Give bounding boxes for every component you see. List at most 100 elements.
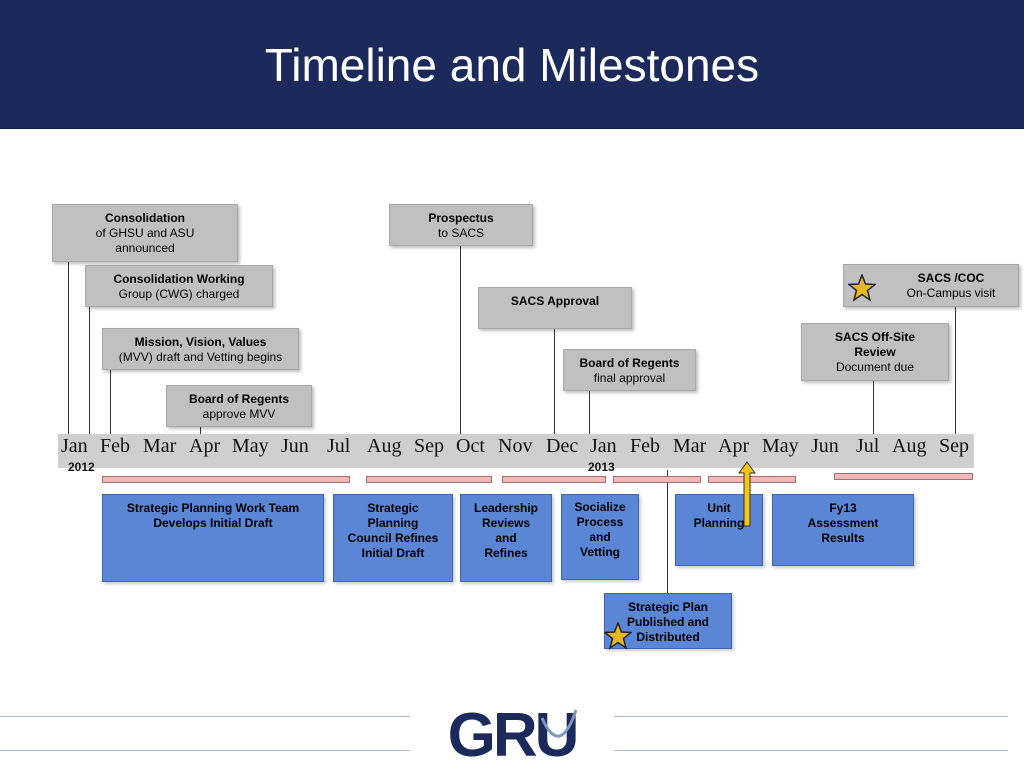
duration-bar — [502, 476, 606, 483]
month-label: Sep — [939, 435, 969, 457]
month-label: Jun — [811, 435, 839, 457]
phase-text: and — [495, 531, 517, 545]
year-label: 2013 — [588, 460, 615, 474]
duration-bar — [102, 476, 350, 483]
footer-divider — [614, 716, 1008, 717]
connector-line — [68, 262, 69, 434]
milestone-text: Document due — [835, 360, 915, 374]
connector-line — [200, 426, 201, 434]
timeline-bar — [58, 434, 974, 468]
duration-bar — [366, 476, 492, 483]
connector-line — [955, 307, 956, 434]
gru-logo: GRU — [448, 701, 580, 764]
month-label: Feb — [630, 435, 660, 457]
month-label: Jun — [281, 435, 309, 457]
star-icon — [848, 274, 876, 302]
duration-bar — [613, 476, 701, 483]
month-label: Jan — [590, 435, 617, 457]
milestone-sacs-approval: SACS Approval — [478, 287, 632, 329]
phase-leadership: Leadership Reviews and Refines — [460, 494, 552, 582]
milestone-title: Board of Regents — [579, 356, 680, 370]
milestone-text: (MVV) draft and Vetting begins — [118, 350, 283, 364]
milestone-cwg: Consolidation Working Group (CWG) charge… — [85, 265, 273, 307]
phase-text: Council Refines — [347, 531, 439, 545]
phase-text: Initial Draft — [361, 546, 425, 560]
footer-divider — [0, 750, 410, 751]
month-label: May — [762, 435, 799, 457]
year-label: 2012 — [68, 460, 95, 474]
phase-published: Strategic Plan Published and Distributed — [604, 593, 732, 649]
star-icon — [604, 622, 632, 650]
month-label: Sep — [414, 435, 444, 457]
phase-text: Published and — [626, 615, 709, 629]
phase-council: Strategic Planning Council Refines Initi… — [333, 494, 453, 582]
month-label: Aug — [892, 435, 927, 457]
milestone-consolidation: Consolidation of GHSU and ASU announced — [52, 204, 238, 262]
milestone-bor-mvv: Board of Regents approve MVV — [166, 385, 312, 427]
milestone-title: Consolidation — [105, 211, 185, 225]
phase-text: Distributed — [636, 630, 700, 644]
month-label: Apr — [718, 435, 750, 457]
phase-text: Socialize — [574, 500, 626, 514]
phase-text: Fy13 — [829, 501, 857, 515]
milestone-text: announced — [115, 241, 175, 255]
connector-line — [460, 246, 461, 434]
phase-text: Strategic Planning Work Team — [126, 501, 300, 515]
month-label: Nov — [498, 435, 533, 457]
milestone-text: Group (CWG) charged — [118, 287, 240, 301]
connector-line — [589, 391, 590, 434]
month-label: Mar — [143, 435, 177, 457]
milestone-text: to SACS — [437, 226, 485, 240]
phase-text: and — [589, 530, 611, 544]
month-label: Jan — [61, 435, 88, 457]
milestone-title: SACS /COC — [917, 271, 985, 285]
milestone-prospectus: Prospectus to SACS — [389, 204, 533, 246]
milestone-title: Review — [854, 345, 896, 359]
milestone-title: SACS Off-Site — [834, 330, 915, 344]
phase-text: Assessment — [807, 516, 879, 530]
connector-line — [110, 370, 111, 434]
phase-text: Vetting — [579, 545, 620, 559]
milestone-text: of GHSU and ASU — [95, 226, 195, 240]
duration-bar — [834, 473, 973, 480]
month-label: Apr — [189, 435, 221, 457]
milestone-bor-final: Board of Regents final approval — [563, 349, 696, 391]
phase-text: Strategic Plan — [627, 600, 709, 614]
milestone-title: Board of Regents — [188, 392, 289, 406]
month-label: Aug — [367, 435, 402, 457]
phase-text: Refines — [484, 546, 528, 560]
milestone-title: Mission, Vision, Values — [134, 335, 267, 349]
phase-text: Process — [576, 515, 624, 529]
milestone-mvv: Mission, Vision, Values (MVV) draft and … — [102, 328, 299, 370]
connector-line — [873, 381, 874, 434]
header-banner — [0, 0, 1024, 129]
connector-line — [89, 306, 90, 434]
phase-text: Develops Initial Draft — [153, 516, 273, 530]
connector-line — [554, 328, 555, 434]
footer-divider — [0, 716, 410, 717]
month-label: Oct — [456, 435, 485, 457]
phase-text: Planning — [693, 516, 745, 530]
milestone-sacs-offsite: SACS Off-Site Review Document due — [801, 323, 949, 381]
month-label: Dec — [546, 435, 579, 457]
milestone-title: Prospectus — [428, 211, 494, 225]
phase-assessment: Fy13 Assessment Results — [772, 494, 914, 566]
milestone-title: SACS Approval — [510, 294, 600, 308]
month-label: Jul — [327, 435, 351, 457]
milestone-text: final approval — [593, 371, 666, 385]
phase-text: Strategic — [367, 501, 419, 515]
month-label: Feb — [100, 435, 130, 457]
logo-text: GRU — [448, 701, 577, 764]
month-label: May — [232, 435, 269, 457]
arrow-up-icon — [738, 461, 756, 527]
duration-bar — [708, 476, 796, 483]
connector-line — [667, 470, 668, 594]
phase-text: Planning — [367, 516, 419, 530]
phase-text: Unit — [707, 501, 731, 515]
milestone-title: Consolidation Working — [113, 272, 245, 286]
phase-socialize: Socialize Process and Vetting — [561, 494, 639, 580]
page-title: Timeline and Milestones — [264, 39, 760, 91]
phase-text: Results — [821, 531, 865, 545]
phase-text: Leadership — [473, 501, 539, 515]
phase-work-team: Strategic Planning Work Team Develops In… — [102, 494, 324, 582]
